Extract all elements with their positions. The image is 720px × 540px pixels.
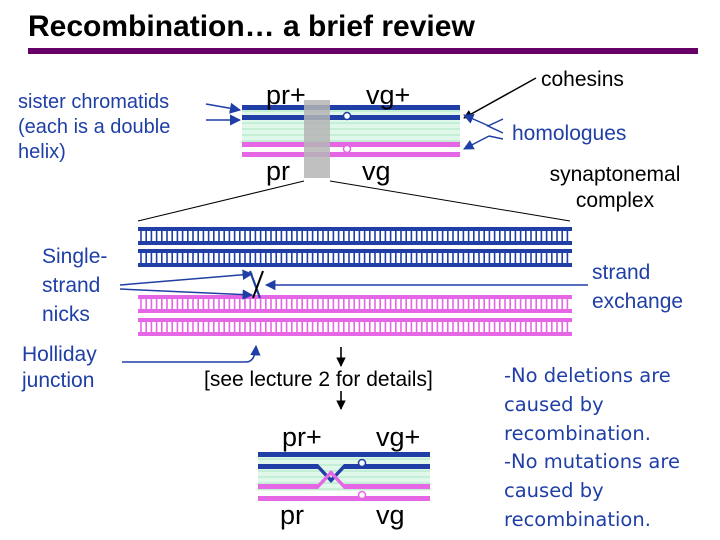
strand-exchange-label: strand exchange	[592, 261, 684, 313]
see-lecture-label: [see lecture 2 for details]	[204, 368, 433, 391]
gene-label-vg-bottom: vg	[376, 500, 405, 530]
zoom-lines	[137, 180, 571, 222]
notes-text: -No deletions are caused by recombinatio…	[504, 362, 680, 535]
gene-label-vg: vg	[362, 156, 391, 186]
gene-label-pr-plus: pr+	[266, 80, 306, 110]
holliday-arrow	[122, 344, 261, 363]
sister-chromatids-label: sister chromatids (each is a double heli…	[18, 91, 171, 163]
note-line: recombination.	[504, 421, 651, 445]
note-line: recombination.	[504, 507, 651, 531]
helix-strand	[138, 227, 572, 231]
recombinant-chromatid-4	[258, 496, 430, 501]
homologues-label: homologues	[512, 122, 627, 145]
note-line: caused by	[504, 392, 604, 416]
double-helix-detail	[138, 227, 572, 336]
gene-label-vg-plus-bottom: vg+	[376, 422, 421, 452]
cohesins-pointer	[463, 77, 537, 119]
crossover-region	[304, 100, 330, 178]
helix-strand	[138, 309, 572, 313]
holliday-junction-label: Holliday junction	[22, 343, 97, 392]
centromere-dot	[357, 458, 367, 468]
note-line: -No mutations are	[504, 450, 680, 474]
chromatid-blue-2	[242, 115, 460, 120]
single-strand-nicks-label: Single- strand nicks	[42, 245, 108, 326]
homologues-bracket	[463, 114, 504, 150]
gene-label-pr: pr	[266, 156, 291, 186]
helix-strand	[138, 295, 572, 299]
page-title: Recombination… a brief review	[28, 10, 475, 43]
centromere-dot	[342, 144, 352, 154]
chromatid-pink-1	[242, 142, 460, 147]
cohesins-label: cohesins	[541, 68, 624, 91]
centromere-dot	[342, 111, 352, 121]
top-chromosome-pair	[242, 100, 460, 178]
nick-arrows	[119, 269, 254, 300]
title-rule	[28, 48, 698, 54]
recombinant-chromatid-2	[258, 464, 430, 483]
note-line: caused by	[504, 479, 604, 503]
helix-strand	[138, 241, 572, 245]
chromatid-pink-2	[242, 152, 460, 157]
recombinant-chromatid-3	[258, 470, 430, 489]
single-strand-nicks	[248, 270, 264, 299]
helix-strand	[138, 249, 572, 253]
recombinant-chromatid-1	[258, 452, 430, 457]
helix-strand	[138, 332, 572, 336]
helix-strand	[138, 263, 572, 267]
gene-label-pr-plus-bottom: pr+	[282, 422, 322, 452]
note-line: -No deletions are	[504, 364, 671, 387]
gene-label-pr-bottom: pr	[280, 500, 305, 530]
bottom-chromosome-pair	[258, 452, 430, 501]
sister-chromatid-arrows	[205, 102, 242, 126]
centromere-dot	[357, 490, 367, 500]
gene-label-vg-plus: vg+	[366, 80, 411, 110]
synaptonemal-complex-label: synaptonemal complex	[549, 163, 681, 212]
helix-strand	[138, 318, 572, 322]
chromatid-blue-1	[242, 105, 460, 110]
